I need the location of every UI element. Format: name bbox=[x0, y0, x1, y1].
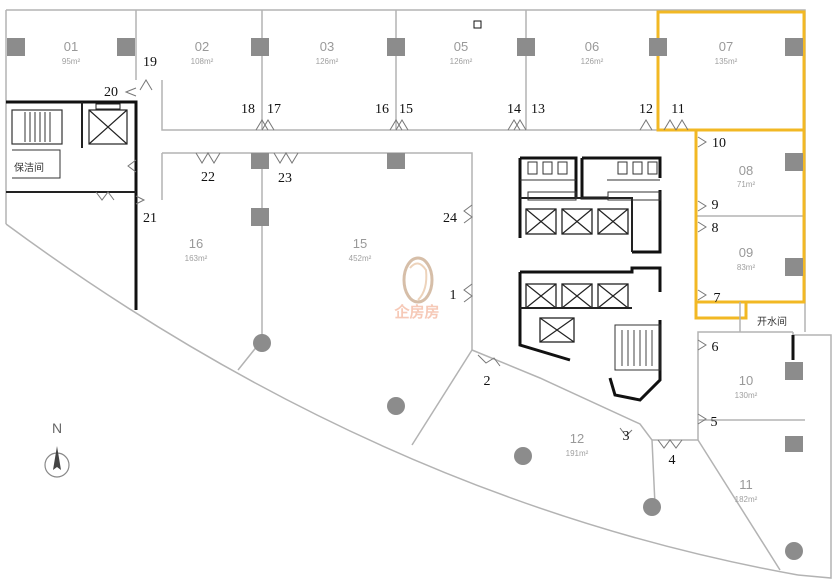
unit-16-area: 163m² bbox=[185, 254, 208, 263]
unit-12-id: 12 bbox=[570, 431, 584, 446]
door-number-13: 13 bbox=[531, 102, 545, 117]
door-number-22: 22 bbox=[201, 170, 215, 185]
unit-08-id: 08 bbox=[739, 163, 753, 178]
compass-arrow-icon bbox=[53, 446, 61, 470]
columns bbox=[7, 38, 803, 560]
unit-06-area: 126m² bbox=[581, 57, 604, 66]
unit-09-tab-highlight bbox=[694, 302, 748, 320]
unit-05-area: 126m² bbox=[450, 57, 473, 66]
door-number-11: 11 bbox=[671, 102, 684, 117]
door-number-19: 19 bbox=[143, 55, 157, 70]
door-number-1: 1 bbox=[450, 288, 457, 303]
door-number-9: 9 bbox=[712, 198, 719, 213]
door-number-24: 24 bbox=[443, 211, 457, 226]
door-number-17: 17 bbox=[267, 102, 281, 117]
unit-08-09-highlight[interactable] bbox=[694, 128, 806, 304]
highlighted-units bbox=[656, 10, 806, 320]
unit-09-area: 83m² bbox=[737, 263, 756, 272]
central-core bbox=[518, 156, 662, 402]
compass-north-label: N bbox=[52, 420, 62, 436]
door-number-labels: 1 2 3 4 5 6 7 8 9 10 11 12 13 14 15 16 1… bbox=[104, 55, 726, 468]
door-number-18: 18 bbox=[241, 102, 255, 117]
unit-02-id: 02 bbox=[195, 39, 209, 54]
north-compass: N bbox=[44, 420, 70, 478]
right-walls bbox=[696, 215, 805, 360]
unit-06-id: 06 bbox=[585, 39, 599, 54]
left-core: 保洁间 bbox=[6, 100, 138, 310]
door-number-2: 2 bbox=[484, 374, 491, 389]
door-number-7: 7 bbox=[714, 291, 721, 306]
watermark-logo: 企房房 bbox=[393, 256, 440, 321]
unit-01-area: 95m² bbox=[62, 57, 81, 66]
unit-labels: 01 95m² 02 108m² 03 126m² 05 126m² 06 12… bbox=[62, 39, 758, 504]
door-number-16: 16 bbox=[375, 102, 389, 117]
unit-01-id: 01 bbox=[64, 39, 78, 54]
door-number-4: 4 bbox=[669, 453, 676, 468]
unit-07-area: 135m² bbox=[715, 57, 738, 66]
unit-02-area: 108m² bbox=[191, 57, 214, 66]
unit-12-area: 191m² bbox=[566, 449, 589, 458]
unit-03-id: 03 bbox=[320, 39, 334, 54]
door-number-12: 12 bbox=[639, 102, 653, 117]
door-number-10: 10 bbox=[712, 136, 726, 151]
water-room: 开水间 bbox=[739, 302, 787, 332]
unit-09-id: 09 bbox=[739, 245, 753, 260]
door-symbols bbox=[95, 79, 707, 449]
unit-10-area: 130m² bbox=[735, 391, 758, 400]
unit-11-id: 11 bbox=[739, 477, 753, 492]
door-number-23: 23 bbox=[278, 171, 292, 186]
cleaning-room-label: 保洁间 bbox=[14, 161, 44, 174]
unit-11-area: 182m² bbox=[735, 495, 758, 504]
door-number-14: 14 bbox=[507, 102, 521, 117]
unit-05-id: 05 bbox=[454, 39, 468, 54]
door-number-6: 6 bbox=[712, 340, 719, 355]
unit-16-id: 16 bbox=[189, 236, 203, 251]
door-number-21: 21 bbox=[143, 211, 157, 226]
door-number-3: 3 bbox=[623, 429, 630, 444]
door-number-15: 15 bbox=[399, 102, 413, 117]
watermark-text: 企房房 bbox=[393, 303, 439, 321]
location-marker-square bbox=[473, 20, 482, 29]
door-number-20: 20 bbox=[104, 85, 118, 100]
unit-07-id: 07 bbox=[719, 39, 733, 54]
building-outline bbox=[5, 9, 832, 579]
unit-15-area: 452m² bbox=[349, 254, 372, 263]
unit-15-id: 15 bbox=[353, 236, 367, 251]
unit-10-id: 10 bbox=[739, 373, 753, 388]
unit-08-area: 71m² bbox=[737, 180, 756, 189]
door-number-5: 5 bbox=[711, 415, 718, 430]
door-number-8: 8 bbox=[712, 221, 719, 236]
unit-03-area: 126m² bbox=[316, 57, 339, 66]
water-room-label: 开水间 bbox=[757, 315, 787, 328]
